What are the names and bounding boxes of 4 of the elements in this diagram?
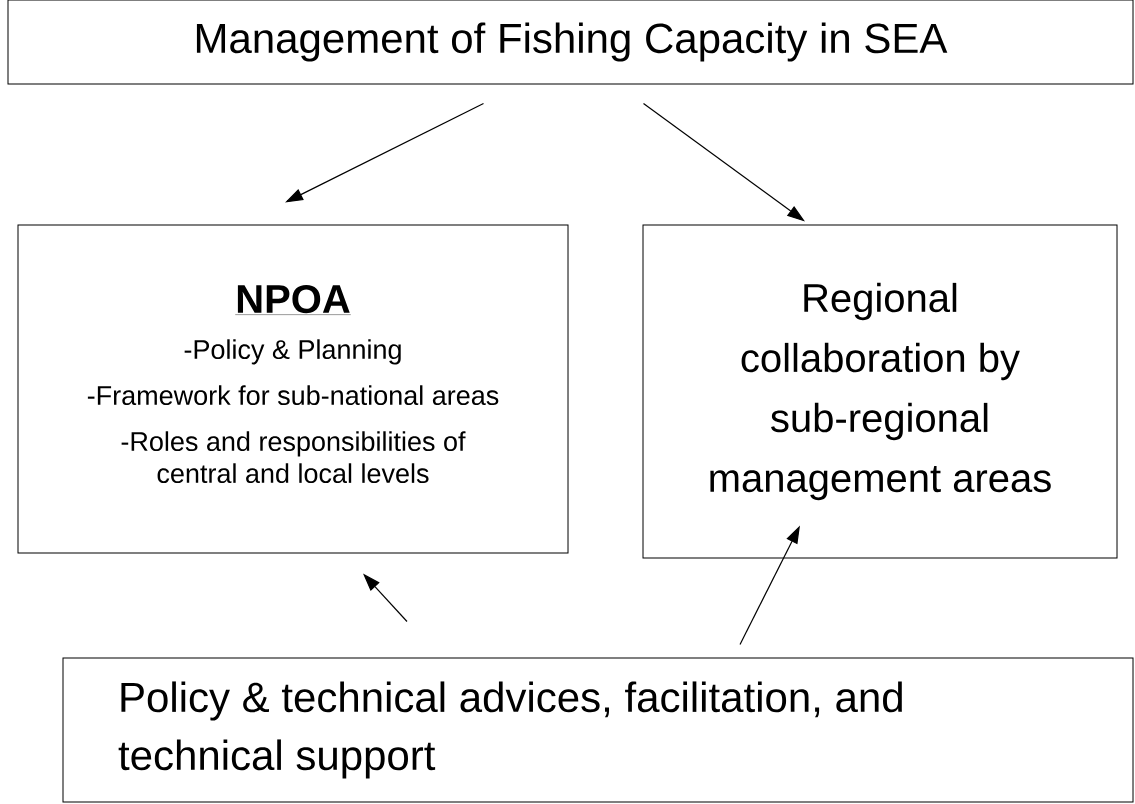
text-box: Policy & technical advices, facilitation, and technical support — [62, 657, 1134, 803]
text-box: Regional collaboration by sub-regional management areas — [642, 224, 1118, 559]
text-box: Management of Fishing Capacity in SEA — [7, 0, 1134, 85]
text-box: NPOA -Policy & Planning -Framework for sub-national areas -Roles and responsibilities of central and local levels — [17, 224, 569, 554]
